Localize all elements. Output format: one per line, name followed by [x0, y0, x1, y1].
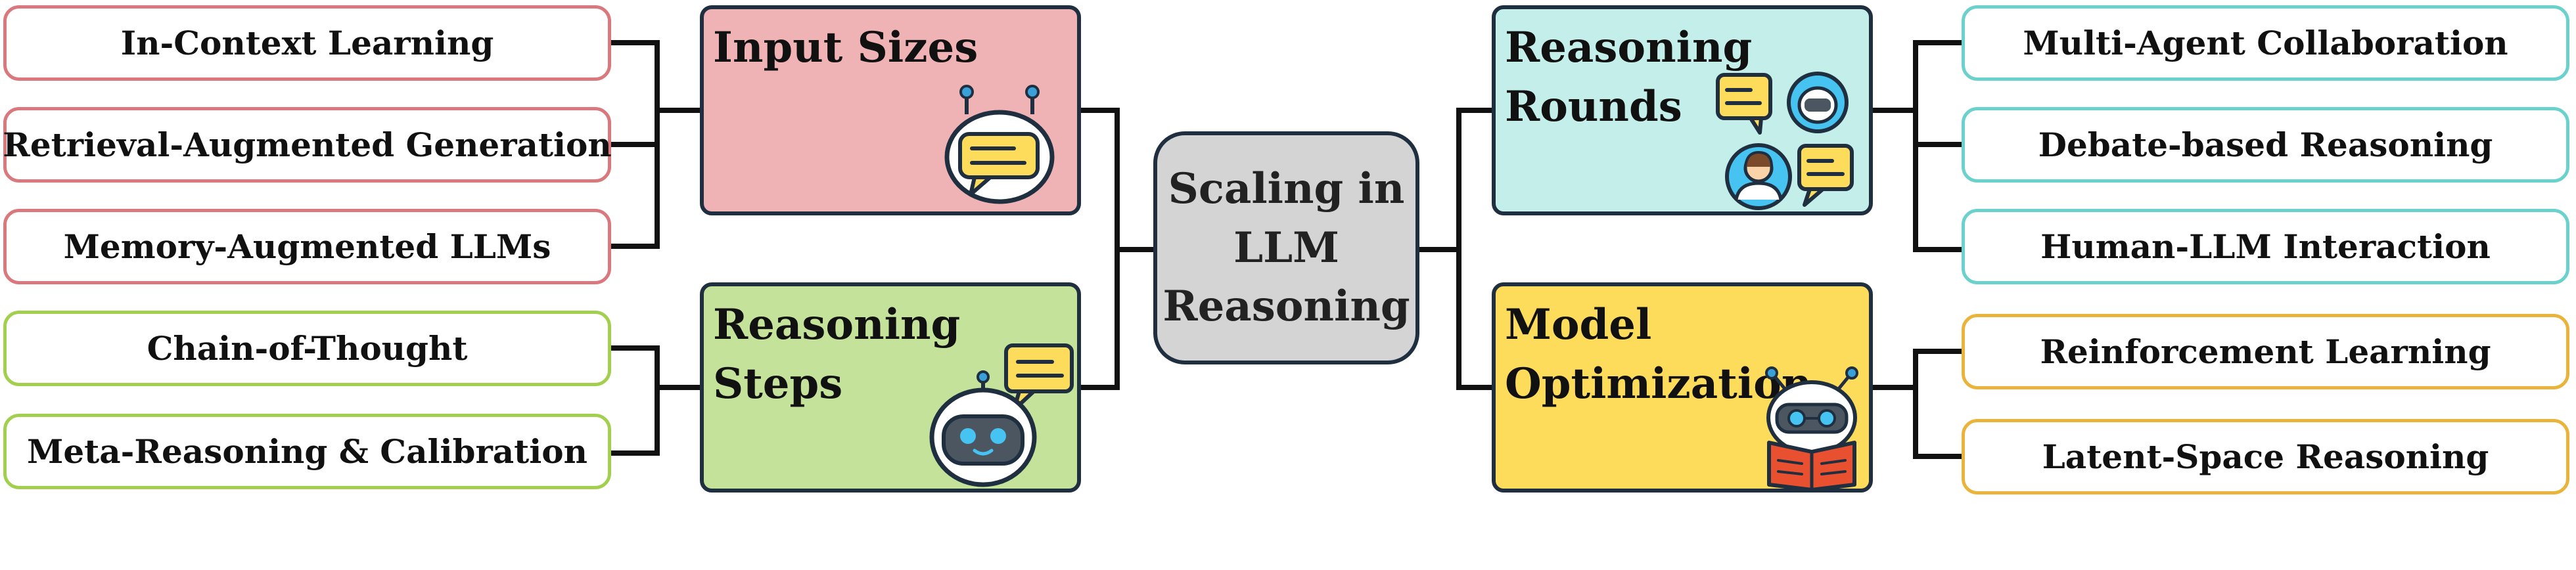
category-input-sizes-title: Input Sizes: [713, 23, 978, 72]
leaf-in-context-learning: In-Context Learning: [3, 5, 611, 81]
connector-reasoning-steps-leaves: [609, 345, 702, 456]
leaf-debate-based-reasoning: Debate-based Reasoning: [1962, 107, 2569, 183]
center-title: Scaling in LLM Reasoning: [1162, 164, 1410, 332]
category-model-optimization: Model Optimization: [1492, 282, 1873, 493]
leaf-meta-reasoning-calibration: Meta-Reasoning & Calibration: [3, 414, 611, 489]
leaf-latent-space-reasoning: Latent-Space Reasoning: [1962, 419, 2569, 494]
leaf-retrieval-augmented-generation: Retrieval-Augmented Generation: [3, 107, 612, 183]
leaf-chain-of-thought: Chain-of-Thought: [3, 311, 611, 386]
category-input-sizes: Input Sizes: [700, 5, 1081, 215]
leaf-memory-augmented-llms: Memory-Augmented LLMs: [3, 209, 611, 284]
leaf-reinforcement-learning: Reinforcement Learning: [1962, 314, 2569, 389]
category-model-optimization-title: Model Optimization: [1505, 300, 1812, 408]
center-node: Scaling in LLM Reasoning: [1153, 131, 1419, 364]
robot-chat-icon: [929, 343, 1074, 487]
leaf-multi-agent-collaboration: Multi-Agent Collaboration: [1962, 5, 2569, 81]
connector-left-spine: [1078, 108, 1156, 390]
connector-right-spine: [1417, 108, 1494, 390]
category-reasoning-steps-title: Reasoning Steps: [713, 300, 961, 408]
category-reasoning-rounds-title: Reasoning Rounds: [1505, 23, 1753, 131]
connector-reasoning-rounds-leaves: [1870, 40, 1964, 252]
category-reasoning-steps: Reasoning Steps: [700, 282, 1081, 493]
category-reasoning-rounds: Reasoning Rounds: [1492, 5, 1873, 215]
leaf-human-llm-interaction: Human-LLM Interaction: [1962, 209, 2569, 284]
human-robot-conversation-icon: [1716, 72, 1854, 210]
connector-input-sizes-leaves: [609, 40, 702, 249]
connector-model-optimization-leaves: [1870, 349, 1964, 459]
robot-reading-book-icon: [1765, 366, 1858, 490]
robot-chat-icon: [944, 85, 1055, 204]
